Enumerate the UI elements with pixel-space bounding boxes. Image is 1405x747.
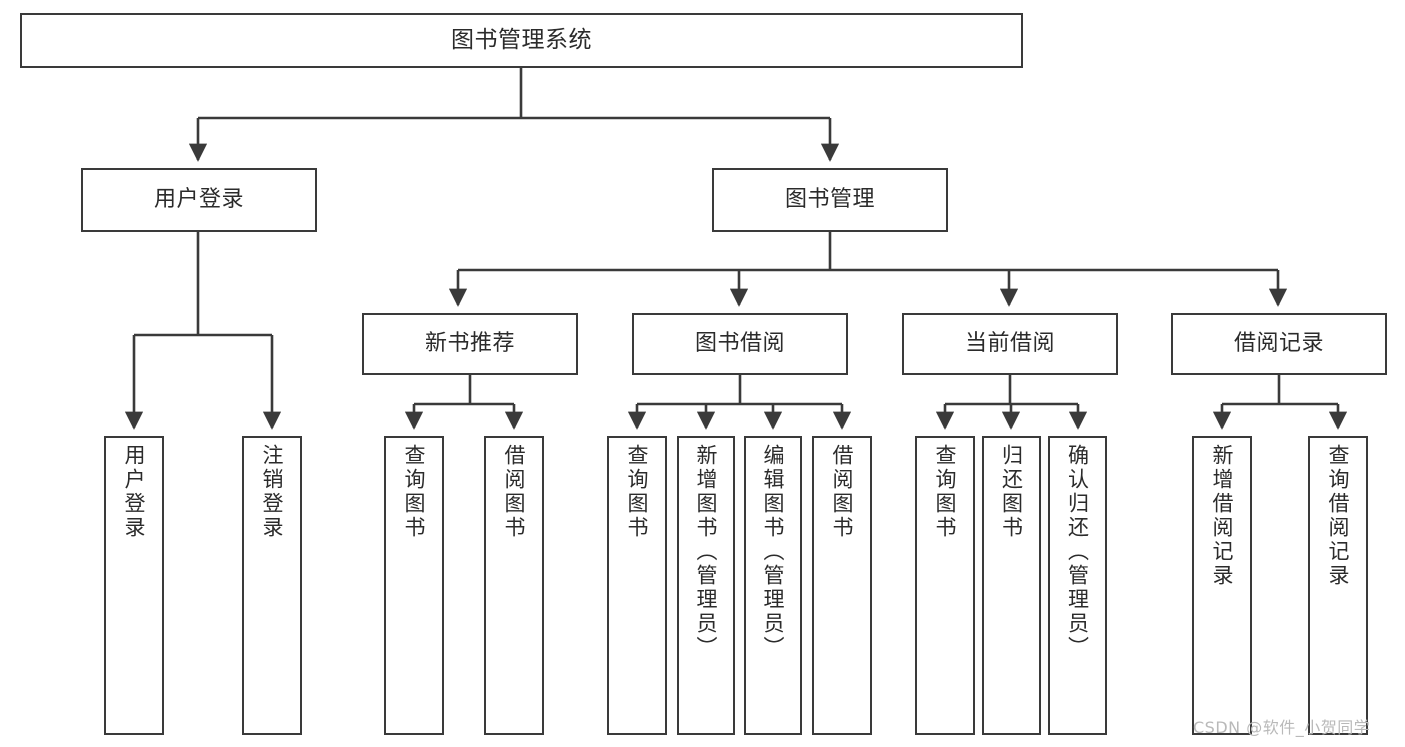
node-label: 查询图书 <box>625 444 650 540</box>
node-label: 借阅记录 <box>1233 331 1324 357</box>
leaf-query-borrow-record[interactable]: 查询借阅记录 <box>1308 436 1368 735</box>
leaf-query-book-current[interactable]: 查询图书 <box>915 436 975 735</box>
node-label: 借阅图书 <box>502 444 527 540</box>
node-label: 查询图书 <box>933 444 958 540</box>
node-label: 当前借阅 <box>964 331 1055 357</box>
node-book-borrow[interactable]: 图书借阅 <box>632 313 848 375</box>
node-label: 编辑图书（管理员） <box>761 444 786 660</box>
leaf-confirm-return-admin[interactable]: 确认归还（管理员） <box>1048 436 1107 735</box>
leaf-edit-book-admin[interactable]: 编辑图书（管理员） <box>744 436 802 735</box>
leaf-add-borrow-record[interactable]: 新增借阅记录 <box>1192 436 1252 735</box>
node-book-management[interactable]: 图书管理 <box>712 168 948 232</box>
leaf-borrow-book[interactable]: 借阅图书 <box>812 436 872 735</box>
csdn-watermark: CSDN @软件_小贺同学 <box>1193 718 1371 737</box>
node-label: 借阅图书 <box>830 444 855 540</box>
node-label: 确认归还（管理员） <box>1065 444 1090 660</box>
leaf-add-book-admin[interactable]: 新增图书（管理员） <box>677 436 735 735</box>
node-label: 查询图书 <box>402 444 427 540</box>
node-label: 用户登录 <box>122 444 147 540</box>
node-user-login[interactable]: 用户登录 <box>81 168 317 232</box>
node-label: 用户登录 <box>153 187 244 213</box>
node-label: 归还图书 <box>999 444 1024 540</box>
leaf-user-login[interactable]: 用户登录 <box>104 436 164 735</box>
node-label: 注销登录 <box>260 444 285 540</box>
leaf-logout[interactable]: 注销登录 <box>242 436 302 735</box>
leaf-query-book-new[interactable]: 查询图书 <box>384 436 444 735</box>
node-label: 新增借阅记录 <box>1210 444 1235 588</box>
node-label: 新书推荐 <box>424 331 515 357</box>
leaf-query-book-borrow[interactable]: 查询图书 <box>607 436 667 735</box>
node-label: 图书管理系统 <box>451 26 592 53</box>
node-label: 新增图书（管理员） <box>694 444 719 660</box>
node-label: 图书借阅 <box>694 331 785 357</box>
node-new-book-recommend[interactable]: 新书推荐 <box>362 313 578 375</box>
node-label: 图书管理 <box>784 187 875 213</box>
node-root-system[interactable]: 图书管理系统 <box>20 13 1023 68</box>
node-label: 查询借阅记录 <box>1326 444 1351 588</box>
node-current-borrow[interactable]: 当前借阅 <box>902 313 1118 375</box>
leaf-borrow-book-new[interactable]: 借阅图书 <box>484 436 544 735</box>
node-borrow-record[interactable]: 借阅记录 <box>1171 313 1387 375</box>
leaf-return-book[interactable]: 归还图书 <box>982 436 1041 735</box>
